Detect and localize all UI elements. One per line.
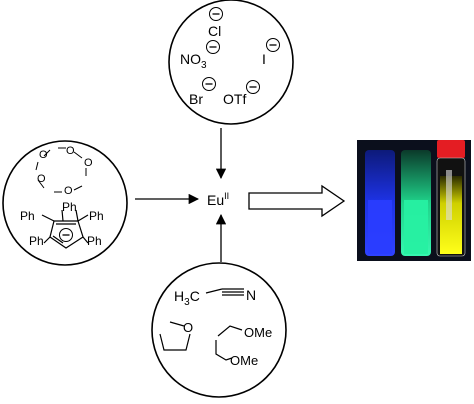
- phenyl-bottom-right: Ph: [87, 234, 102, 248]
- vial-highlight: [446, 170, 452, 220]
- crown-oxygen-2: O: [84, 157, 93, 169]
- phenyl-top: Ph: [62, 200, 77, 214]
- iodide-charge: [266, 38, 280, 52]
- vial-photo: [357, 140, 471, 261]
- iodide-label: I: [262, 51, 266, 67]
- acetonitrile-label: H3C: [174, 288, 200, 308]
- crown-ether: [35, 147, 87, 193]
- crown-oxygen-5: O: [64, 185, 73, 197]
- thf-ring: [159, 321, 191, 351]
- triflate-charge: [246, 80, 260, 94]
- crown-oxygen-4: O: [37, 173, 46, 185]
- chloride-label: Cl: [208, 23, 221, 39]
- phenyl-left: Ph: [20, 209, 35, 223]
- triple-bond: [205, 288, 244, 296]
- vial-green-liquid: [404, 200, 428, 254]
- chloride-charge: [209, 7, 223, 21]
- vial-cap: [437, 140, 465, 158]
- nitrile-n-label: N: [246, 287, 256, 303]
- anion-circle: Cl NO3 I Br OTf: [168, 0, 294, 125]
- crown-oxygen-3: O: [39, 149, 48, 161]
- europium-center: EuII: [207, 191, 229, 208]
- cp-charge: [59, 228, 73, 242]
- metal-symbol: EuII: [207, 191, 229, 208]
- triflate-label: OTf: [223, 91, 246, 107]
- vial-blue-liquid: [368, 200, 392, 254]
- phenyl-right: Ph: [89, 209, 104, 223]
- thf-oxygen: O: [183, 320, 193, 335]
- nitrate-label: NO3: [180, 51, 207, 71]
- solvent-circle: H3C N O OMe OMe: [151, 262, 287, 398]
- hollow-arrow-to-vials: [248, 184, 346, 218]
- bromide-charge: [202, 77, 216, 91]
- bromide-label: Br: [189, 91, 203, 107]
- dme-ome-bottom: OMe: [230, 353, 258, 368]
- cyclopentadienyl-ring: [41, 209, 89, 249]
- dme-chain: [215, 325, 243, 361]
- nitrate-charge: [206, 40, 220, 54]
- ligand-circle: O O O O O Ph Ph Ph Ph Ph: [2, 140, 128, 266]
- crown-oxygen-1: O: [66, 145, 75, 157]
- dme-ome-top: OMe: [244, 325, 272, 340]
- phenyl-bottom-left: Ph: [29, 234, 44, 248]
